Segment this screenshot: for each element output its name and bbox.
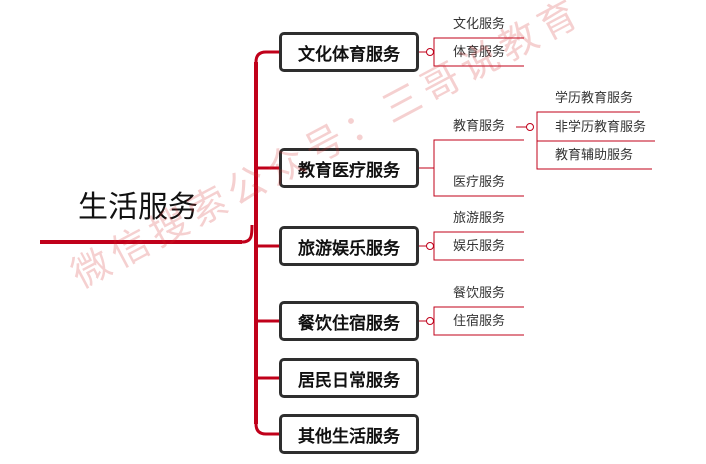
leaf-sports[interactable]: 体育服务 <box>453 45 506 60</box>
trunk-bottom-curve <box>254 423 279 436</box>
leaf-entertainment[interactable]: 娱乐服务 <box>453 239 506 254</box>
b3-fan <box>433 231 524 261</box>
leaf-travel[interactable]: 旅游服务 <box>453 211 506 226</box>
leaf-education-support[interactable]: 教育辅助服务 <box>555 148 634 163</box>
b3-collapse-icon[interactable] <box>426 242 434 250</box>
leaf-non-degree-education[interactable]: 非学历教育服务 <box>555 120 647 135</box>
trunk-top-curve <box>254 50 279 63</box>
branch-node-daily-resident[interactable]: 居民日常服务 <box>279 358 419 398</box>
branch-node-culture-sports[interactable]: 文化体育服务 <box>279 32 419 72</box>
root-topic[interactable]: 生活服务 <box>78 190 198 225</box>
branch-node-other-living[interactable]: 其他生活服务 <box>279 414 419 454</box>
leaf-medical[interactable]: 医疗服务 <box>453 175 506 190</box>
b4-fan <box>433 306 524 336</box>
branch-node-catering-lodging[interactable]: 餐饮住宿服务 <box>279 301 419 341</box>
leaf-catering[interactable]: 餐饮服务 <box>453 286 506 301</box>
b2-sub-collapse-icon[interactable] <box>526 123 534 131</box>
branch-node-education-medical[interactable]: 教育医疗服务 <box>279 148 419 188</box>
branch-node-travel-entertainment[interactable]: 旅游娱乐服务 <box>279 226 419 266</box>
trunk-connector <box>241 224 254 244</box>
b1-fan <box>433 37 524 67</box>
leaf-education[interactable]: 教育服务 <box>453 119 506 134</box>
b4-collapse-icon[interactable] <box>426 317 434 325</box>
leaf-lodging[interactable]: 住宿服务 <box>453 314 506 329</box>
b2-sub-fan <box>536 111 655 170</box>
leaf-degree-education[interactable]: 学历教育服务 <box>555 91 634 106</box>
b2-fan <box>433 139 524 197</box>
leaf-culture[interactable]: 文化服务 <box>453 17 506 32</box>
